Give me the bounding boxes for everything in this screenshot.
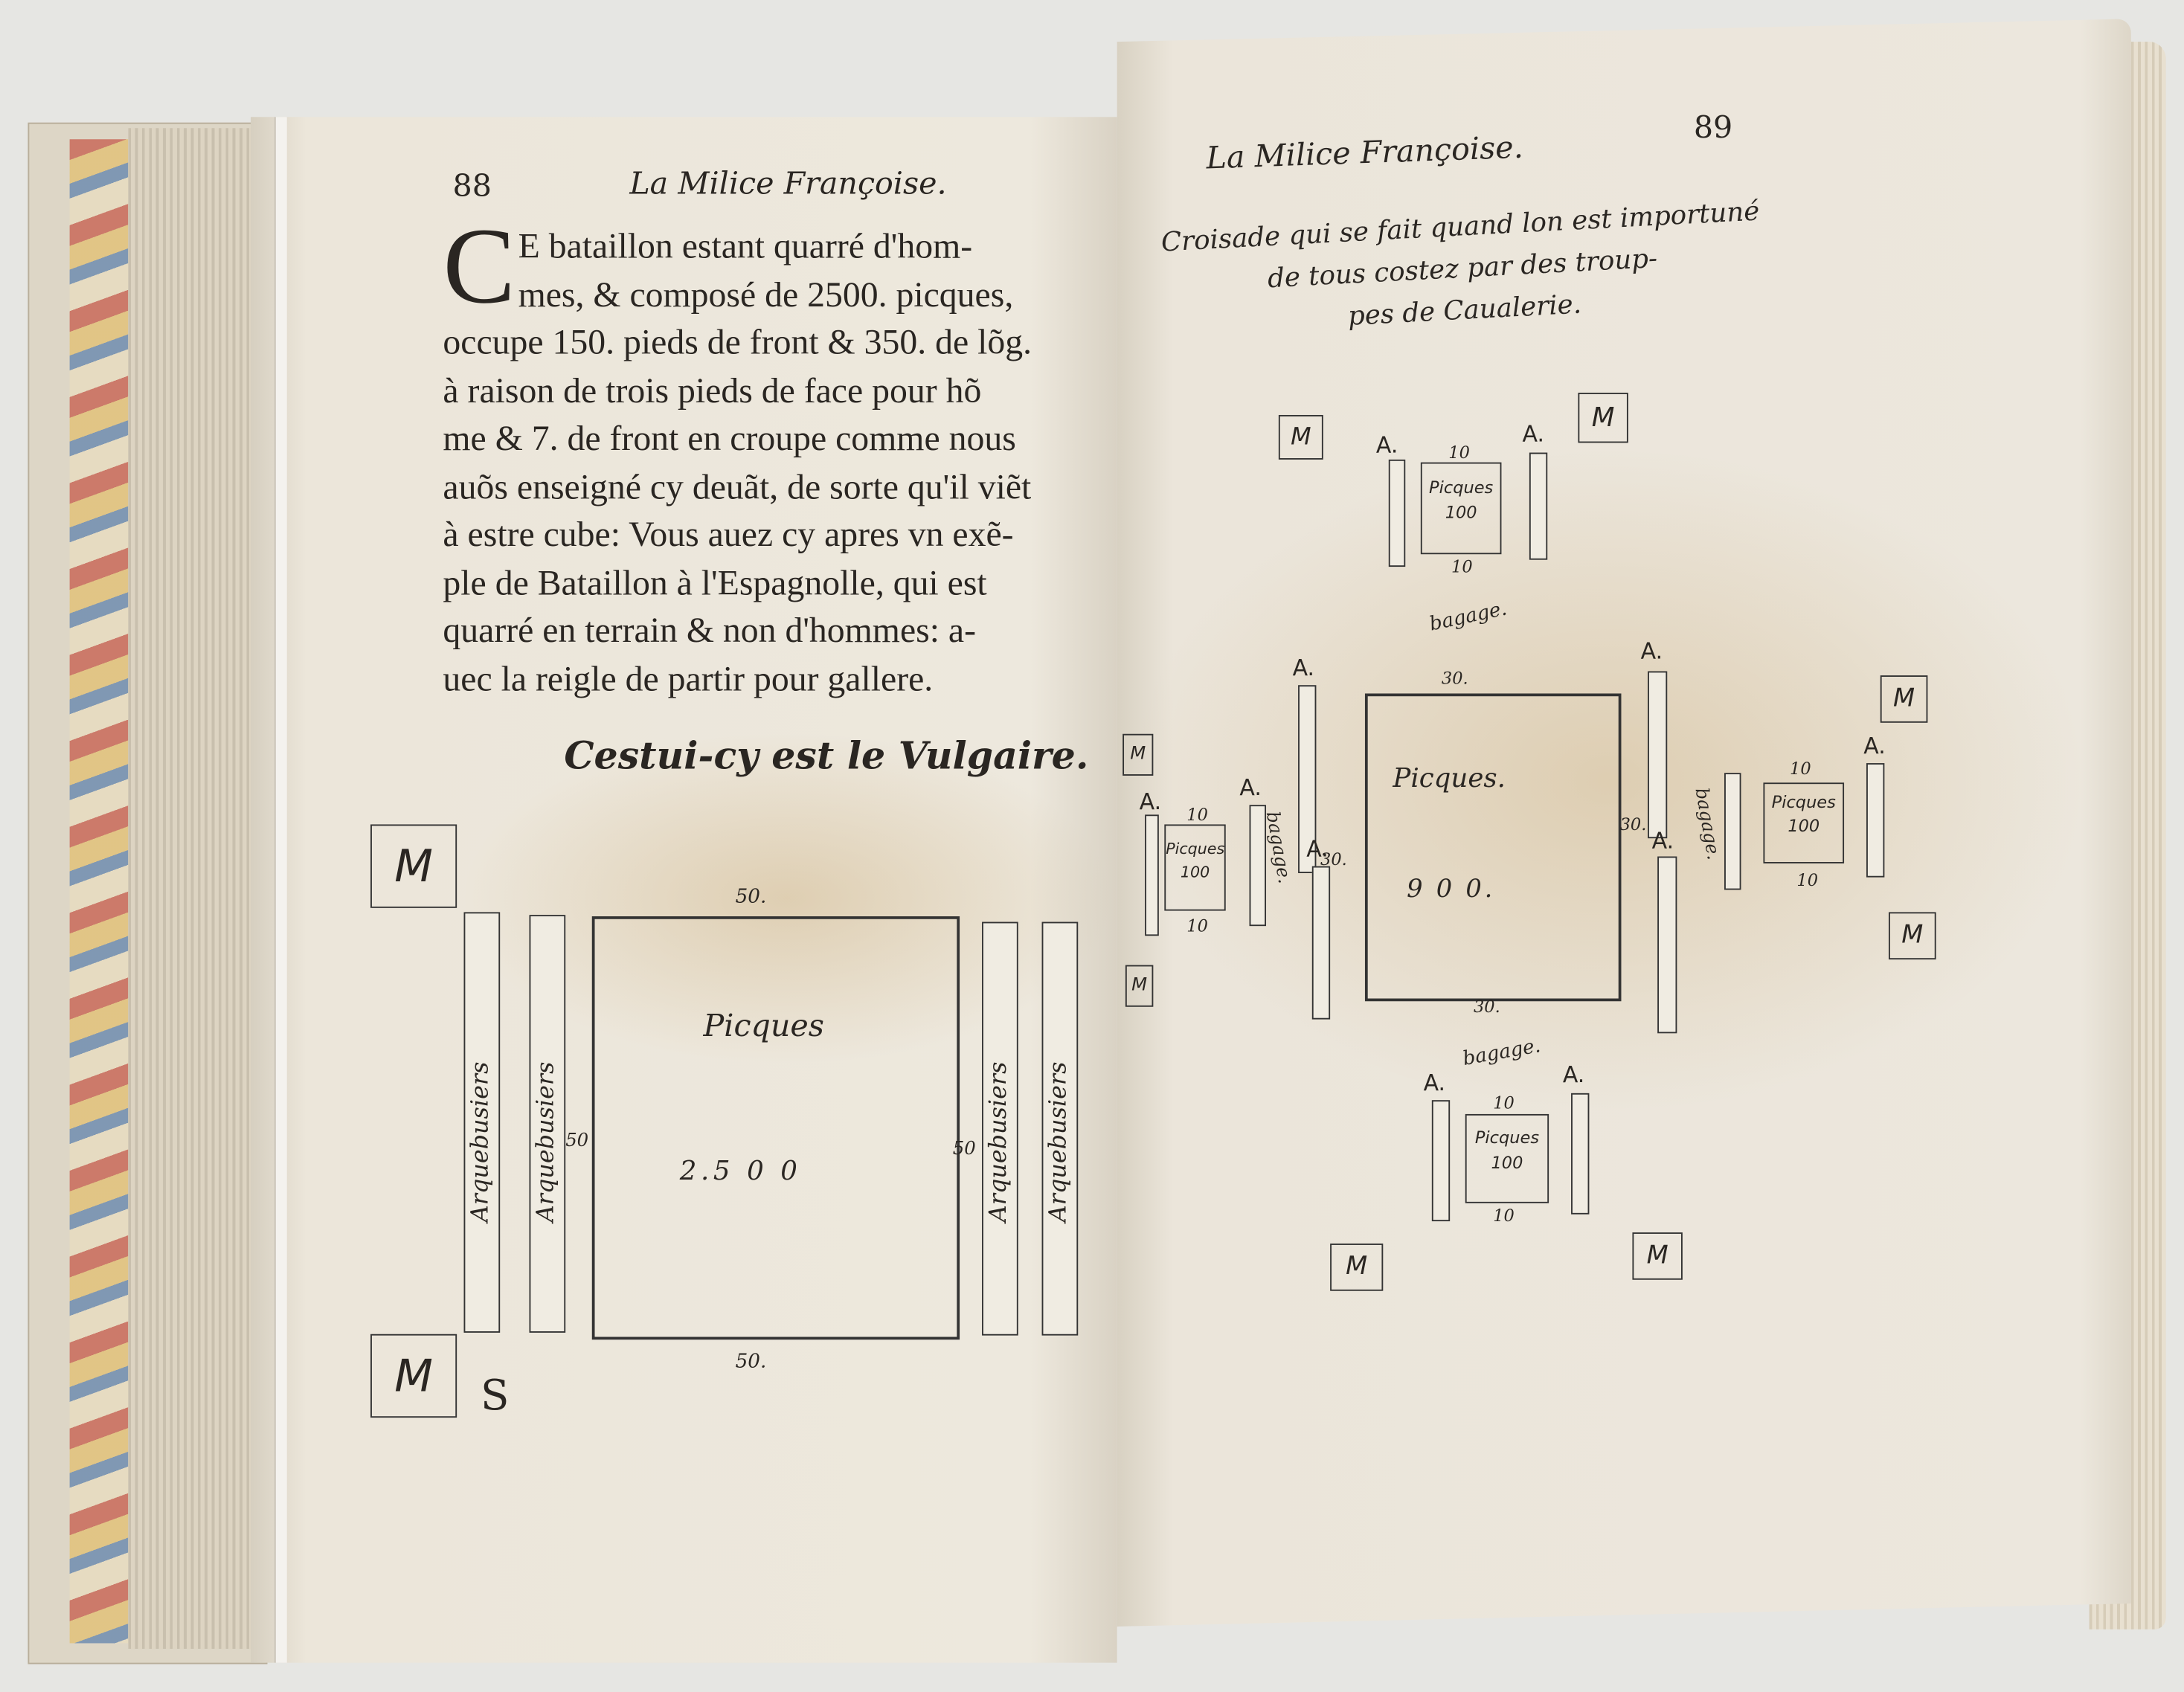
small-label: Picques (1166, 840, 1225, 858)
dimension-left: 50 (565, 1130, 589, 1152)
text-line: mes, & composé de 2500. picques, (518, 273, 1014, 315)
center-count: 2.5 0 0 (679, 1156, 802, 1187)
marker-box: M (1578, 393, 1628, 443)
text-line: ple de Bataillon à l'Espagnolle, qui est (443, 562, 987, 602)
small-pike-box: Picques 100 (1763, 782, 1845, 863)
pike-square (591, 916, 960, 1340)
dimension: 10 (1790, 759, 1811, 779)
wing-bar (1388, 459, 1406, 567)
letter-a: A. (1292, 654, 1315, 681)
wing-bar (1724, 773, 1741, 890)
text-line: uec la reigle de partir pour gallere. (443, 657, 934, 699)
marker-box: M (1888, 912, 1936, 960)
marker-box: M (1278, 414, 1323, 460)
text-line: à raison de trois pieds de face pour hõ (443, 370, 982, 411)
marbled-endpaper (69, 139, 129, 1644)
arquebusier-wing (529, 915, 566, 1333)
small-pike-box: Picques 100 (1164, 824, 1226, 911)
marker-box: M (1122, 733, 1154, 776)
letter-a: A. (1522, 420, 1545, 448)
small-label: Picques (1474, 1128, 1540, 1148)
text-line: à estre cube: Vous auez cy apres vn exẽ- (443, 513, 1014, 555)
dimension: 30. (1473, 997, 1500, 1017)
text-line: E bataillon estant quarré d'hom- (518, 225, 973, 266)
page-number: 88 (452, 170, 492, 205)
marker-box: M (370, 824, 457, 908)
marker-box: M (1880, 675, 1928, 723)
wing-label: Arquebusiers (466, 1061, 495, 1223)
page-edges-left (128, 128, 254, 1649)
letter-a: A. (1423, 1069, 1446, 1096)
small-count: 100 (1445, 502, 1477, 523)
wing-bar (1657, 856, 1677, 1034)
wing-label: Arquebusiers (532, 1061, 560, 1223)
text-line: auõs enseigné cy deuãt, de sorte qu'il v… (443, 466, 1032, 506)
center-label: Picques. (1393, 763, 1506, 794)
arquebusier-wing (982, 921, 1018, 1336)
arquebusier-wing (463, 912, 501, 1333)
marker-box: M (1330, 1244, 1384, 1291)
pike-square (1364, 693, 1622, 1002)
dimension: 10 (1451, 556, 1473, 577)
dimension-bottom: 50. (735, 1351, 767, 1374)
wing-bar (1249, 805, 1267, 927)
small-count: 100 (1491, 1153, 1523, 1173)
arquebusier-wing (1041, 921, 1079, 1336)
wing-bar (1431, 1100, 1451, 1222)
text-line: me & 7. de front en croupe comme nous (443, 417, 1016, 459)
water-stain (1128, 445, 2090, 1114)
small-count: 100 (1788, 816, 1820, 836)
dimension: 10 (1493, 1093, 1515, 1113)
wing-label: Arquebusiers (984, 1061, 1013, 1223)
wing-label: Arquebusiers (1044, 1061, 1073, 1223)
dimension: 10 (1186, 805, 1208, 825)
dimension: 30. (1320, 849, 1347, 869)
corner-mark: S (480, 1371, 510, 1421)
marker-box: M (370, 1334, 457, 1418)
dimension: 10 (1448, 443, 1470, 463)
center-count: 9 0 0. (1407, 874, 1496, 904)
dimension: 30. (1441, 668, 1468, 688)
letter-a: A. (1640, 637, 1663, 665)
left-page-paper (251, 117, 1117, 1663)
diagram-title: Cestui-cy est le Vulgaire. (564, 735, 1089, 779)
body-text: C E bataillon estant quarré d'hom- mes, … (443, 205, 1086, 704)
small-label: Picques (1771, 792, 1836, 812)
running-head: La Milice Françoise. (629, 167, 947, 202)
bookmark-ribbon (274, 117, 287, 1663)
letter-a: A. (1562, 1061, 1585, 1088)
small-pike-box: Picques 100 (1420, 462, 1502, 555)
page-number: 89 (1693, 111, 1733, 147)
letter-a: A. (1239, 774, 1262, 801)
dimension-right: 50 (952, 1139, 976, 1160)
dimension: 30. (1619, 814, 1647, 834)
text-line: quarré en terrain & non d'hommes: a- (443, 610, 977, 651)
text-line: occupe 150. pieds de front & 350. de lõg… (443, 321, 1032, 362)
letter-a: A. (1651, 827, 1674, 854)
wing-bar (1571, 1093, 1590, 1215)
wing-bar (1145, 814, 1159, 936)
wing-bar (1298, 685, 1317, 873)
wing-bar (1529, 452, 1548, 560)
wing-bar (1648, 671, 1668, 839)
wing-bar (1311, 866, 1331, 1020)
letter-a: A. (1375, 431, 1398, 459)
small-count: 100 (1180, 863, 1210, 882)
wing-bar (1866, 763, 1885, 878)
small-pike-box: Picques 100 (1465, 1113, 1549, 1203)
marker-box: M (1125, 965, 1154, 1007)
dimension-top: 50. (735, 885, 767, 908)
dimension: 10 (1796, 870, 1819, 890)
small-label: Picques (1429, 477, 1494, 498)
center-label: Picques (703, 1009, 824, 1045)
letter-a: A. (1139, 788, 1162, 815)
dimension: 10 (1493, 1206, 1515, 1226)
marker-box: M (1632, 1232, 1683, 1280)
letter-a: A. (1863, 732, 1886, 759)
dimension: 10 (1186, 916, 1208, 936)
letter-a: A. (1306, 835, 1329, 863)
drop-cap: C (443, 205, 516, 327)
